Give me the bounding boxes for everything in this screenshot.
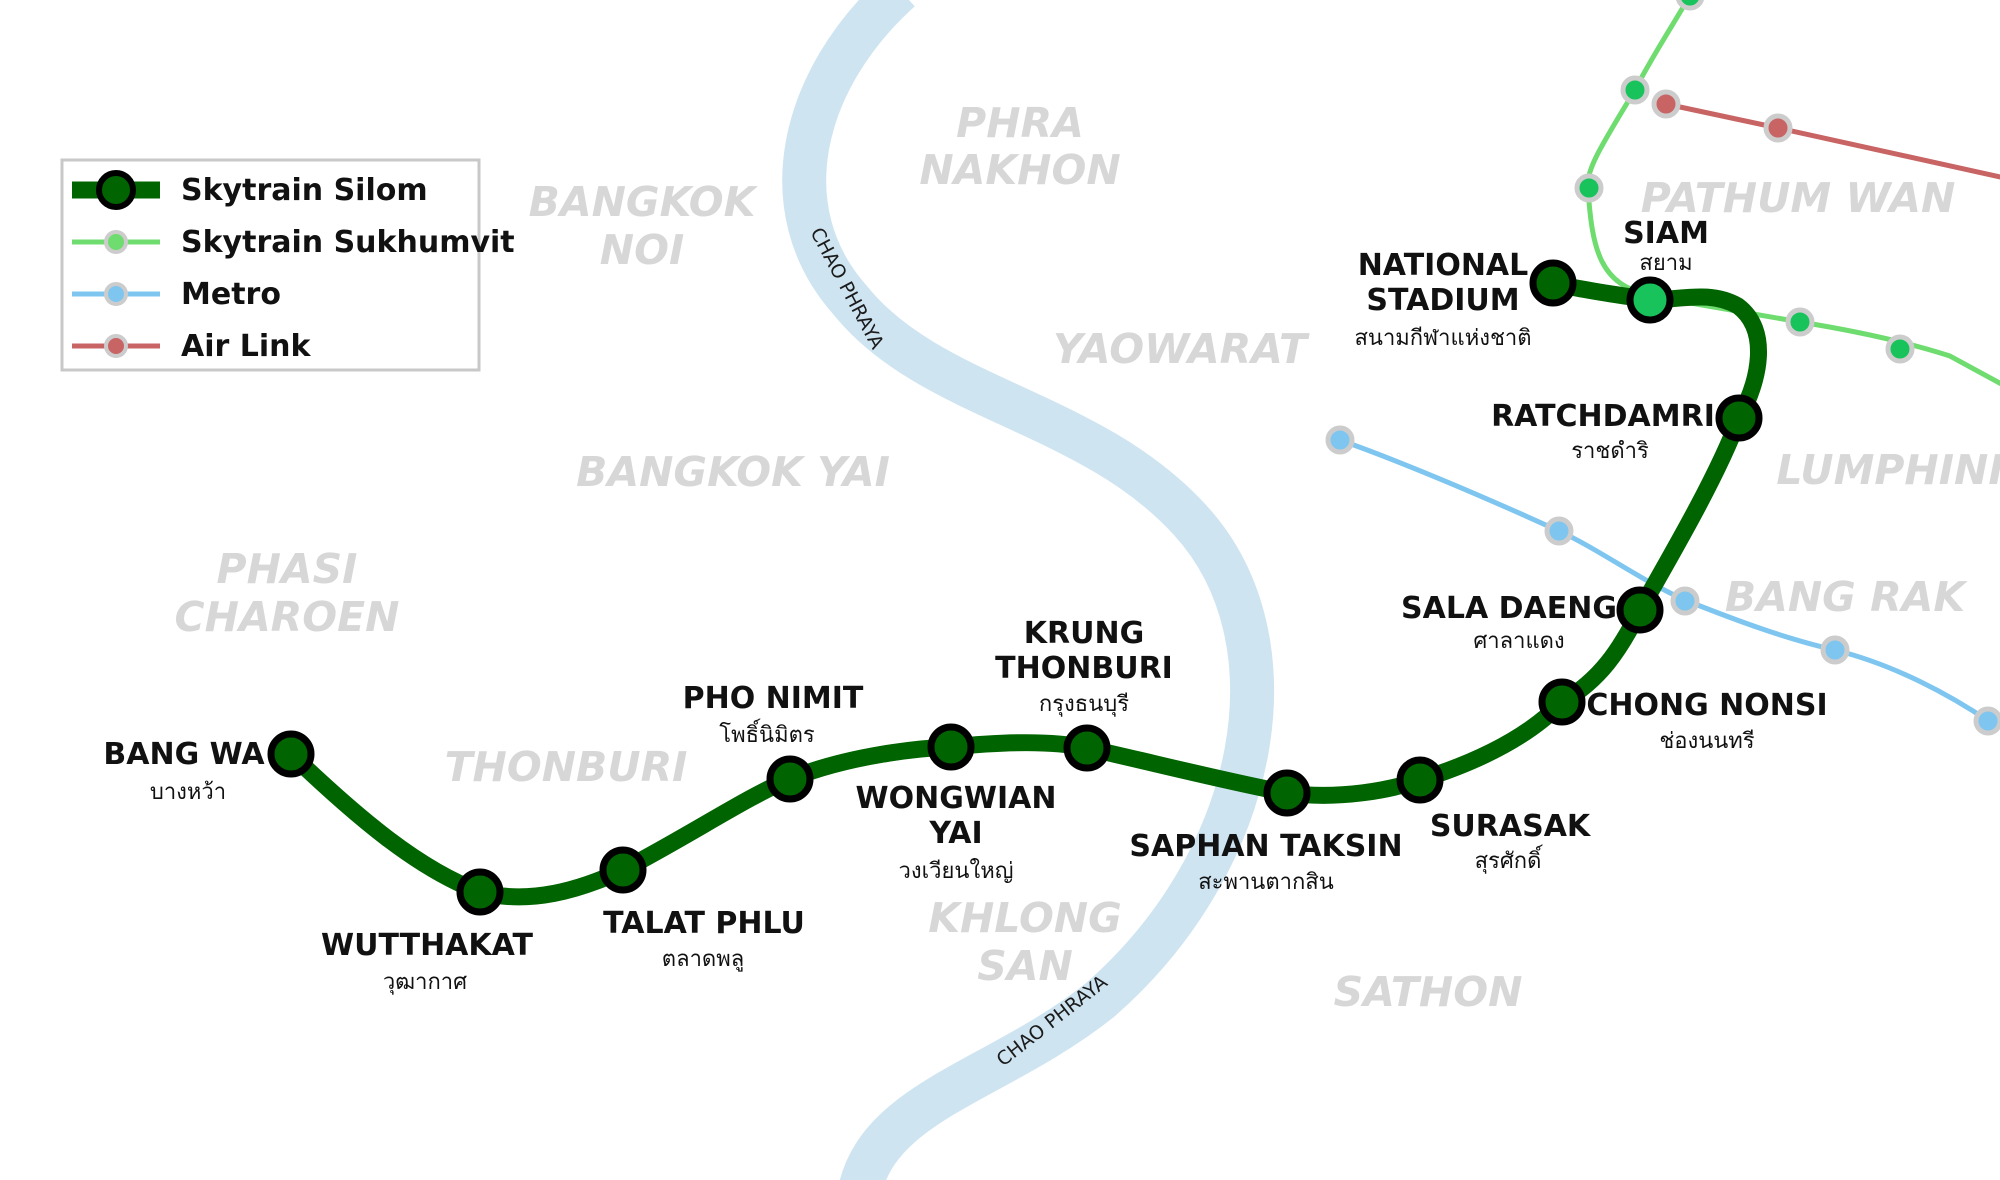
label-ratchadamri-th: ราชดำริ bbox=[1571, 439, 1649, 464]
legend: Skytrain Silom Skytrain Sukhumvit Metro … bbox=[60, 158, 515, 372]
legend-silom-station-icon bbox=[96, 170, 136, 210]
metro-station bbox=[1670, 586, 1700, 616]
station-pho-nimit[interactable] bbox=[766, 755, 814, 803]
station-chong-nonsi[interactable] bbox=[1538, 678, 1586, 726]
label-chong-nonsi-th: ช่องนนทรี bbox=[1659, 729, 1754, 754]
airlink-line bbox=[1665, 101, 2000, 180]
label-krung-thonburi-en-1: KRUNG bbox=[1024, 616, 1144, 651]
legend-sukhumvit-label: Skytrain Sukhumvit bbox=[181, 225, 515, 260]
label-krung-thonburi-en-2: THONBURI bbox=[995, 651, 1173, 686]
label-talat-phlu-th: ตลาดพลู bbox=[662, 947, 744, 972]
sukhumvit-station bbox=[1676, 0, 1704, 11]
label-siam-th: สยาม bbox=[1639, 251, 1692, 276]
legend-metro-label: Metro bbox=[181, 277, 281, 312]
label-national-stadium-th: สนามกีฬาแห่งชาติ bbox=[1354, 326, 1531, 351]
district-bangkok-yai: BANGKOK YAI bbox=[576, 448, 890, 496]
district-thonburi: THONBURI bbox=[445, 743, 688, 791]
label-pho-nimit-th: โพธิ์นิมิตร bbox=[719, 719, 815, 748]
district-pathum-wan: PATHUM WAN bbox=[1641, 174, 1956, 222]
district-bangkok: BANGKOK bbox=[529, 178, 759, 226]
station-surasak[interactable] bbox=[1396, 756, 1444, 804]
label-ratchadamri-en: RATCHDAMRI bbox=[1491, 399, 1715, 434]
label-saphan-taksin-th: สะพานตากสิน bbox=[1198, 870, 1334, 895]
label-wongwian-yai-en-2: YAI bbox=[928, 816, 982, 851]
district-bang-rak: BANG RAK bbox=[1725, 573, 1969, 621]
station-ratchadamri[interactable] bbox=[1715, 394, 1763, 442]
legend-sukhumvit-station-icon bbox=[104, 230, 128, 254]
label-wongwian-yai-th: วงเวียนใหญ่ bbox=[899, 858, 1014, 884]
label-wutthakat-en: WUTTHAKAT bbox=[321, 928, 534, 963]
district-nakhon: NAKHON bbox=[919, 146, 1120, 194]
district-phra: PHRA bbox=[956, 99, 1084, 147]
sukhumvit-line-east bbox=[1649, 293, 2000, 387]
label-pho-nimit-en: PHO NIMIT bbox=[683, 681, 864, 716]
silom-stations bbox=[267, 259, 1763, 916]
station-sala-daeng[interactable] bbox=[1616, 586, 1664, 634]
sukhumvit-station bbox=[1885, 334, 1915, 364]
label-surasak-en: SURASAK bbox=[1430, 809, 1592, 844]
label-bang-wa-th: บางหว้า bbox=[150, 780, 226, 805]
chao-phraya-river bbox=[782, 0, 1274, 1180]
label-national-stadium-en-1: NATIONAL bbox=[1358, 248, 1529, 283]
district-charoen: CHAROEN bbox=[175, 593, 400, 641]
label-wongwian-yai-en-1: WONGWIAN bbox=[856, 781, 1057, 816]
airlink-station bbox=[1651, 89, 1681, 119]
label-talat-phlu-en: TALAT PHLU bbox=[603, 906, 805, 941]
label-bang-wa-en: BANG WA bbox=[103, 737, 265, 772]
station-talat-phlu[interactable] bbox=[599, 846, 647, 894]
legend-silom-label: Skytrain Silom bbox=[181, 173, 428, 208]
metro-station bbox=[1325, 425, 1355, 455]
label-chong-nonsi-en: CHONG NONSI bbox=[1586, 688, 1827, 723]
district-khlong: KHLONG bbox=[928, 894, 1122, 942]
legend-metro-station-icon bbox=[104, 282, 128, 306]
label-surasak-th: สุรศักดิ์ bbox=[1475, 845, 1544, 874]
district-lumphini: LUMPHINI bbox=[1776, 446, 2000, 494]
station-bang-wa[interactable] bbox=[267, 730, 315, 778]
district-noi: NOI bbox=[600, 226, 684, 274]
station-saphan-taksin[interactable] bbox=[1263, 769, 1311, 817]
label-wutthakat-th: วุฒากาศ bbox=[383, 970, 467, 995]
metro-station bbox=[1544, 516, 1574, 546]
metro-station bbox=[1973, 706, 2000, 736]
district-sathon: SATHON bbox=[1334, 968, 1523, 1016]
label-saphan-taksin-en: SAPHAN TAKSIN bbox=[1129, 829, 1402, 864]
station-wongwian-yai[interactable] bbox=[927, 723, 975, 771]
station-krung-thonburi[interactable] bbox=[1063, 724, 1111, 772]
district-phasi: PHASI bbox=[217, 545, 358, 593]
district-yaowarat: YAOWARAT bbox=[1053, 325, 1310, 373]
metro-station bbox=[1820, 635, 1850, 665]
sukhumvit-station bbox=[1785, 307, 1815, 337]
legend-airlink-label: Air Link bbox=[181, 329, 311, 364]
label-siam-en: SIAM bbox=[1623, 216, 1709, 251]
sukhumvit-line-north bbox=[1585, 0, 1691, 298]
label-krung-thonburi-th: กรุงธนบุรี bbox=[1039, 692, 1129, 717]
label-national-stadium-en-2: STADIUM bbox=[1366, 283, 1519, 318]
district-san: SAN bbox=[977, 942, 1073, 990]
legend-airlink-station-icon bbox=[104, 334, 128, 358]
label-sala-daeng-th: ศาลาแดง bbox=[1473, 629, 1564, 654]
station-national-stadium[interactable] bbox=[1529, 259, 1577, 307]
sukhumvit-station bbox=[1620, 75, 1650, 105]
airlink-station bbox=[1763, 113, 1793, 143]
sukhumvit-station bbox=[1574, 173, 1604, 203]
station-siam[interactable] bbox=[1626, 276, 1674, 324]
label-sala-daeng-en: SALA DAENG bbox=[1401, 591, 1617, 626]
station-wutthakat[interactable] bbox=[456, 868, 504, 916]
